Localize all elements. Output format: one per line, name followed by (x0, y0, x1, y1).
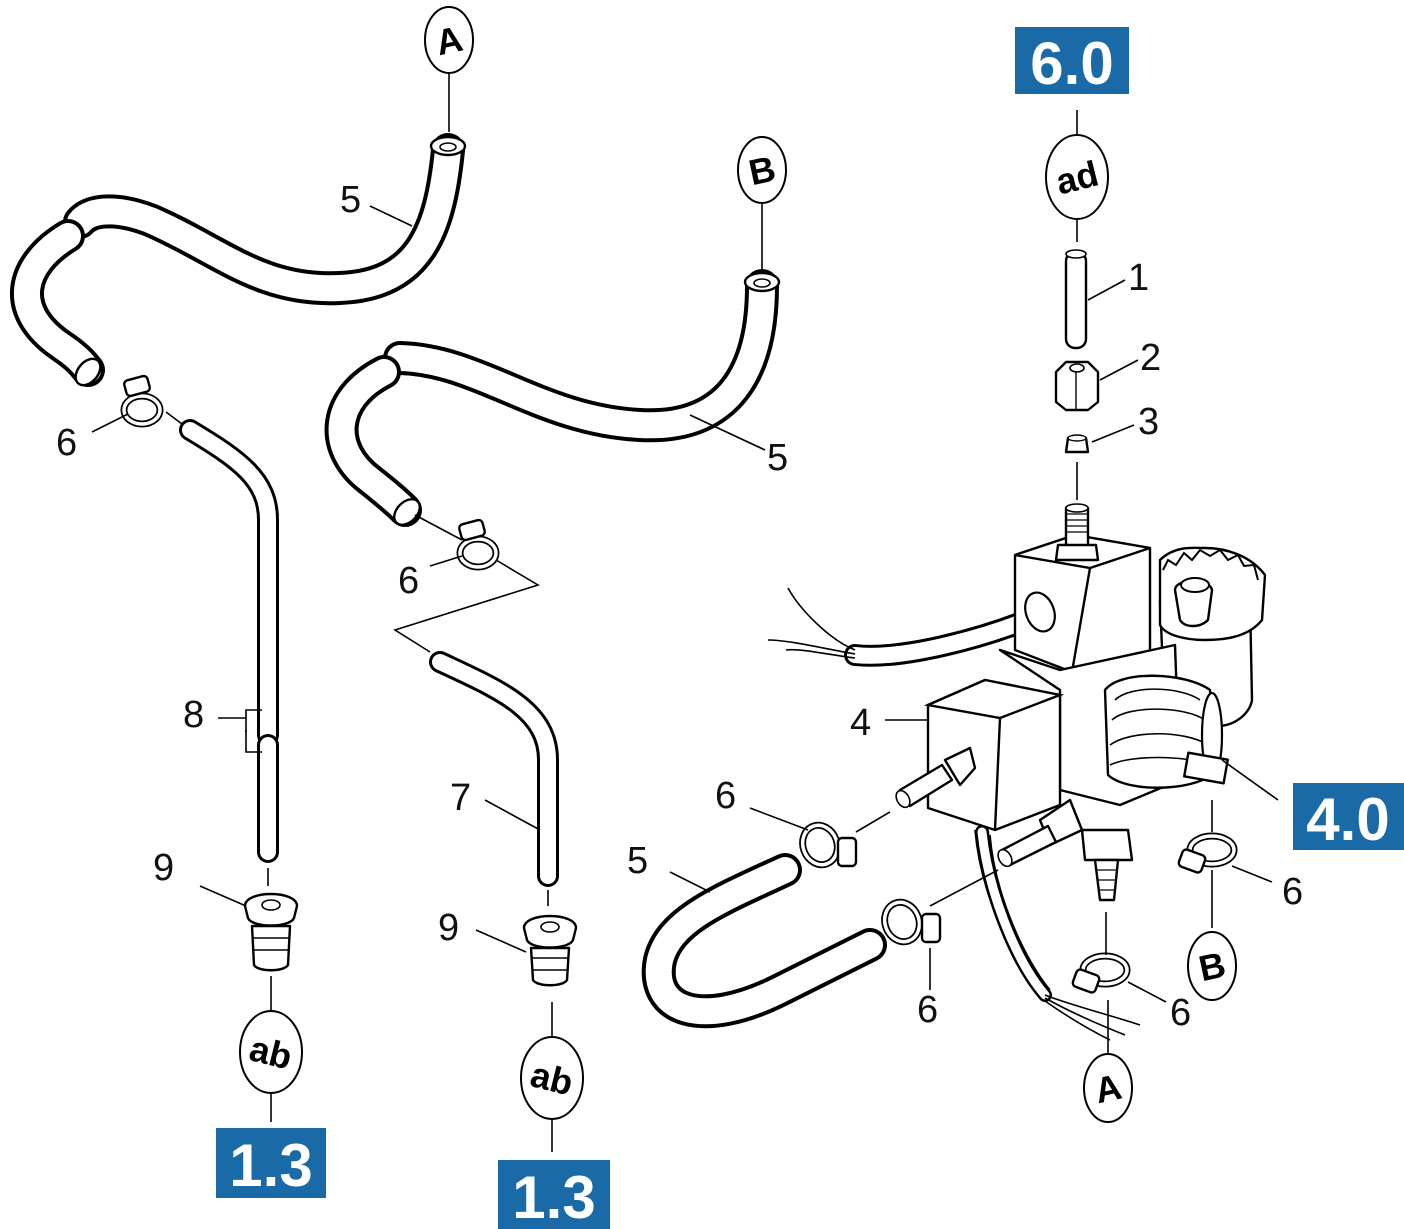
hose-5-top-left (10, 133, 467, 387)
tube-1 (1064, 249, 1088, 350)
valve-assembly-4 (767, 503, 1267, 1041)
connector-ab-middle-label: ab (527, 1054, 578, 1104)
grommet-9-left (243, 892, 299, 972)
connector-a-bottom: A (1083, 1053, 1133, 1123)
clamp-6-middle (456, 518, 500, 571)
clamp-6-right (1177, 832, 1238, 874)
leader-lines (91, 72, 1279, 1152)
connector-a-top: A (424, 6, 474, 74)
ref-box-4-0: 4.0 (1293, 783, 1404, 853)
part-number-8: 8 (183, 694, 204, 736)
part-number-5-middle: 5 (767, 437, 788, 479)
connector-ad: ad (1045, 134, 1109, 220)
part-number-6-valve-left: 6 (715, 775, 736, 817)
ring-3 (1064, 434, 1090, 454)
part-number-7: 7 (450, 777, 471, 819)
grommet-9-middle (522, 914, 578, 987)
part-number-6-left: 6 (56, 422, 77, 464)
connector-ad-label: ad (1052, 153, 1103, 203)
part-number-4: 4 (850, 702, 871, 744)
connector-ab-left: ab (239, 1010, 303, 1094)
hose-5-bottom (641, 853, 887, 1029)
clamp-6-valve-bottom (881, 898, 942, 946)
ref-box-1-3-middle: 1.3 (498, 1160, 610, 1229)
part-number-9-middle: 9 (438, 907, 459, 949)
connector-ab-left-label: ab (246, 1028, 297, 1078)
ref-box-1-3-left-label: 1.3 (229, 1132, 312, 1199)
ref-box-6-0: 6.0 (1015, 27, 1129, 97)
connector-ab-middle: ab (520, 1036, 584, 1120)
part-number-5-bottom: 5 (627, 840, 648, 882)
connector-b-bottom: B (1187, 931, 1237, 1001)
part-number-9-left: 9 (153, 847, 174, 889)
part-number-6-middle: 6 (398, 560, 419, 602)
clamp-6-valve-left (799, 821, 858, 869)
part-number-5-top-left: 5 (340, 179, 361, 221)
connector-b-top: B (737, 136, 787, 204)
pipe-8 (179, 419, 279, 863)
ref-box-1-3-middle-label: 1.3 (512, 1164, 595, 1229)
pipe-7 (429, 651, 559, 887)
part-number-6-valve-bottom: 6 (917, 989, 938, 1031)
clamp-6-bottom-right (1071, 952, 1131, 994)
hose-5-middle (324, 269, 781, 527)
part-number-3: 3 (1138, 401, 1159, 443)
ref-box-1-3-left: 1.3 (216, 1128, 326, 1199)
part-number-6-bottom-right: 6 (1170, 992, 1191, 1034)
part-number-1: 1 (1128, 257, 1149, 299)
ref-box-4-0-label: 4.0 (1306, 786, 1389, 853)
part-number-6-right: 6 (1282, 871, 1303, 913)
clamp-6-left (120, 374, 164, 428)
ref-box-6-0-label: 6.0 (1030, 30, 1113, 97)
part-number-2: 2 (1140, 337, 1161, 379)
nut-2 (1054, 360, 1100, 412)
